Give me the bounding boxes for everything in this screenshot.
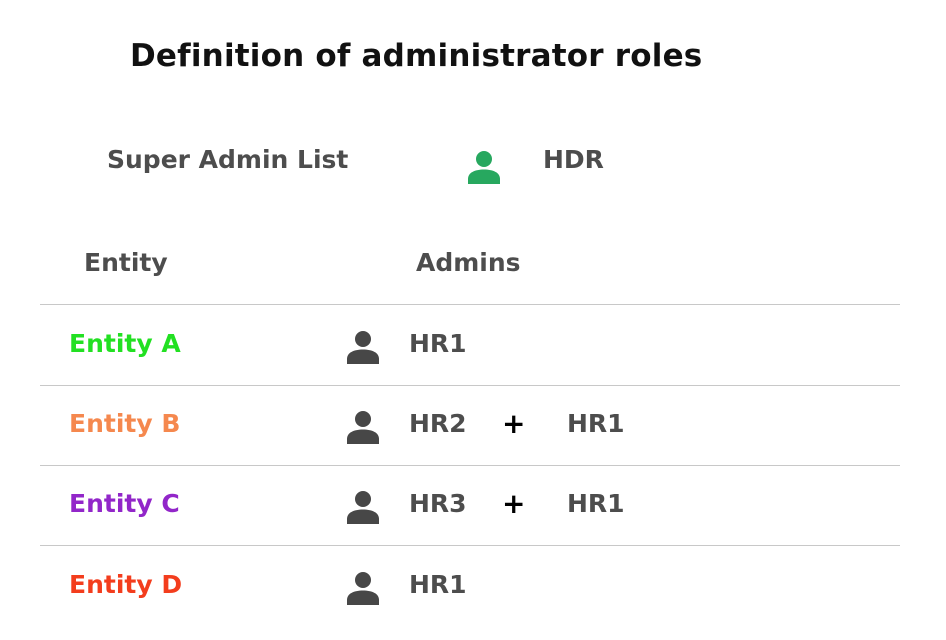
super-admin-name: HDR (543, 145, 604, 174)
person-icon (347, 411, 379, 444)
table-divider (40, 385, 900, 386)
person-icon (347, 572, 379, 605)
person-icon-head (355, 331, 371, 347)
entity-name: Entity B (69, 409, 181, 438)
page-title: Definition of administrator roles (130, 38, 703, 74)
admin-name-secondary: HR1 (567, 409, 625, 438)
plus-sign: + (502, 487, 526, 520)
person-icon-body (468, 169, 500, 184)
person-icon-head (355, 491, 371, 507)
entity-name: Entity C (69, 489, 180, 518)
person-icon-body (347, 509, 379, 524)
person-icon-head (476, 151, 492, 167)
plus-sign: + (502, 407, 526, 440)
table-row: Entity A HR1 (40, 305, 900, 385)
entity-name: Entity D (69, 570, 183, 599)
admin-name-secondary: HR1 (567, 489, 625, 518)
person-icon-body (347, 429, 379, 444)
column-header-entity: Entity (84, 248, 168, 277)
person-icon-body (347, 349, 379, 364)
admin-name-primary: HR3 (409, 489, 467, 518)
person-icon (347, 491, 379, 524)
person-icon-head (355, 572, 371, 588)
admin-name-primary: HR2 (409, 409, 467, 438)
table-divider (40, 465, 900, 466)
table-row: Entity D HR1 (40, 546, 900, 626)
entity-name: Entity A (69, 329, 181, 358)
table-divider (40, 304, 900, 305)
table-row: Entity B HR2 + HR1 (40, 385, 900, 465)
table-row: Entity C HR3 + HR1 (40, 465, 900, 545)
super-admin-label: Super Admin List (107, 145, 349, 174)
person-icon (347, 331, 379, 364)
table-divider (40, 545, 900, 546)
admin-name-primary: HR1 (409, 570, 467, 599)
person-icon-body (347, 590, 379, 605)
person-icon-head (355, 411, 371, 427)
person-icon (468, 151, 500, 184)
column-header-admins: Admins (416, 248, 521, 277)
admin-name-primary: HR1 (409, 329, 467, 358)
